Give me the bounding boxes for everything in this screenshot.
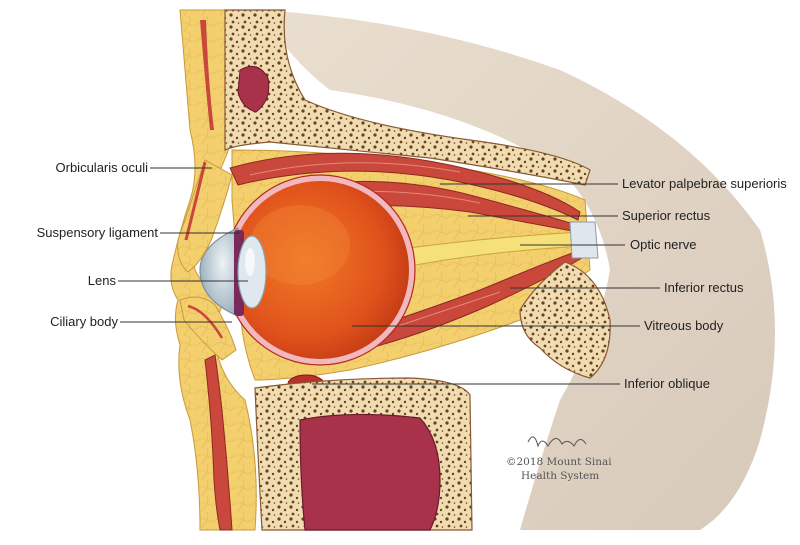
- lower-eyelid: [179, 296, 237, 361]
- orbicularis-upper: [200, 20, 214, 130]
- sphenoid-bone: [519, 261, 611, 379]
- label-inferior-oblique: Inferior oblique: [624, 376, 710, 391]
- maxillary-sinus: [299, 413, 441, 531]
- label-optic-nerve: Optic nerve: [630, 237, 696, 252]
- signature-line-1: ©2018 Mount Sinai: [506, 456, 612, 468]
- orbicularis-muscle: [204, 354, 233, 531]
- label-lens: Lens: [88, 273, 117, 288]
- upper-eyelid: [177, 159, 233, 273]
- frontal-bone: [224, 9, 591, 186]
- label-levator-palpebrae: Levator palpebrae superioris: [622, 176, 787, 191]
- label-inferior-rectus: Inferior rectus: [664, 280, 744, 295]
- leader-lines: [118, 167, 660, 385]
- levator-palpebrae-muscle: [229, 152, 581, 221]
- background-tissue: [260, 10, 775, 530]
- frontal-sinus: [237, 65, 270, 113]
- signature-line-2: Health System: [521, 470, 599, 482]
- label-orbicularis-oculi: Orbicularis oculi: [56, 160, 149, 175]
- label-ciliary-body: Ciliary body: [50, 314, 118, 329]
- label-vitreous-body: Vitreous body: [644, 318, 724, 333]
- orbit-apex: [569, 221, 599, 259]
- label-suspensory-ligament: Suspensory ligament: [37, 225, 159, 240]
- artist-signature-scribble: [527, 436, 587, 448]
- label-superior-rectus: Superior rectus: [622, 208, 711, 223]
- cornea: [199, 227, 239, 317]
